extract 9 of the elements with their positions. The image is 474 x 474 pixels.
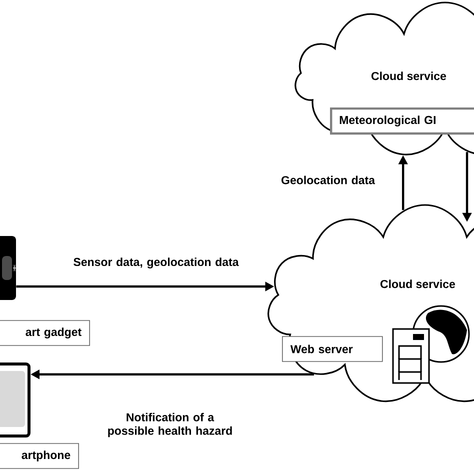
- device-label-box: artphone: [0, 443, 79, 469]
- edge-label: Notification of a possible health hazard: [108, 412, 232, 438]
- service-box: Meteorological GI: [330, 107, 474, 135]
- edge-label: Geolocation data: [282, 176, 376, 184]
- service-box: Web server: [282, 336, 383, 362]
- edge-label: Sensor data, geolocation data: [74, 258, 239, 268]
- device-label-box: art gadget: [0, 320, 90, 346]
- smartphone-drawing: [0, 362, 30, 438]
- fitness-band-drawing: [0, 236, 16, 300]
